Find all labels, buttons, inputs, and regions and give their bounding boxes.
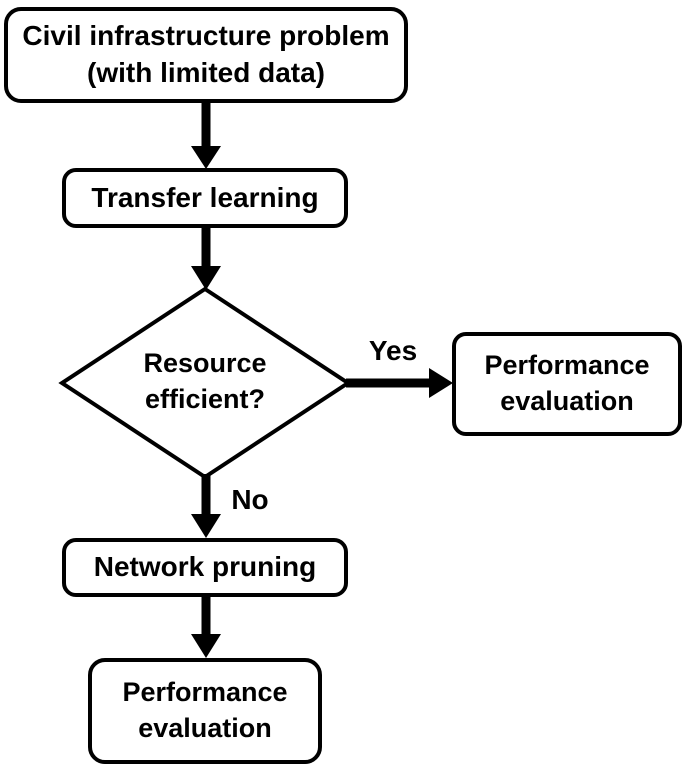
node-network-pruning: Network pruning: [62, 538, 348, 597]
node-label-line1: Resource: [143, 348, 267, 378]
node-label-line2: efficient?: [144, 383, 265, 414]
node-label-line2: evaluation: [500, 386, 634, 416]
node-performance-evaluation-yes-branch: Performance evaluation: [452, 332, 682, 436]
arrow-decision-no-to-pruning: [191, 474, 221, 538]
node-performance-evaluation-final: Performance evaluation: [88, 658, 322, 764]
arrow-problem-to-transfer: [191, 99, 221, 169]
edge-label-yes: Yes: [368, 335, 418, 366]
arrow-decision-yes-to-performance: [346, 368, 453, 398]
arrow-transfer-to-decision: [191, 226, 221, 290]
edge-label-no: No: [231, 484, 269, 515]
node-label-line2: (with limited data): [87, 57, 325, 88]
node-label-line1: Performance: [122, 677, 288, 708]
node-civil-infrastructure-problem: Civil infrastructure problem (with limit…: [4, 7, 408, 103]
node-label: Transfer learning: [91, 181, 319, 213]
node-label-line1: Civil infrastructure problem: [22, 20, 390, 52]
node-label: Network pruning: [93, 551, 317, 583]
arrow-pruning-to-performance: [191, 594, 221, 658]
node-label-line1: Performance: [484, 350, 650, 381]
node-transfer-learning: Transfer learning: [62, 168, 348, 228]
node-label-line2: evaluation: [138, 713, 272, 743]
node-decision-resource-efficient: Resource efficient?: [105, 346, 305, 418]
